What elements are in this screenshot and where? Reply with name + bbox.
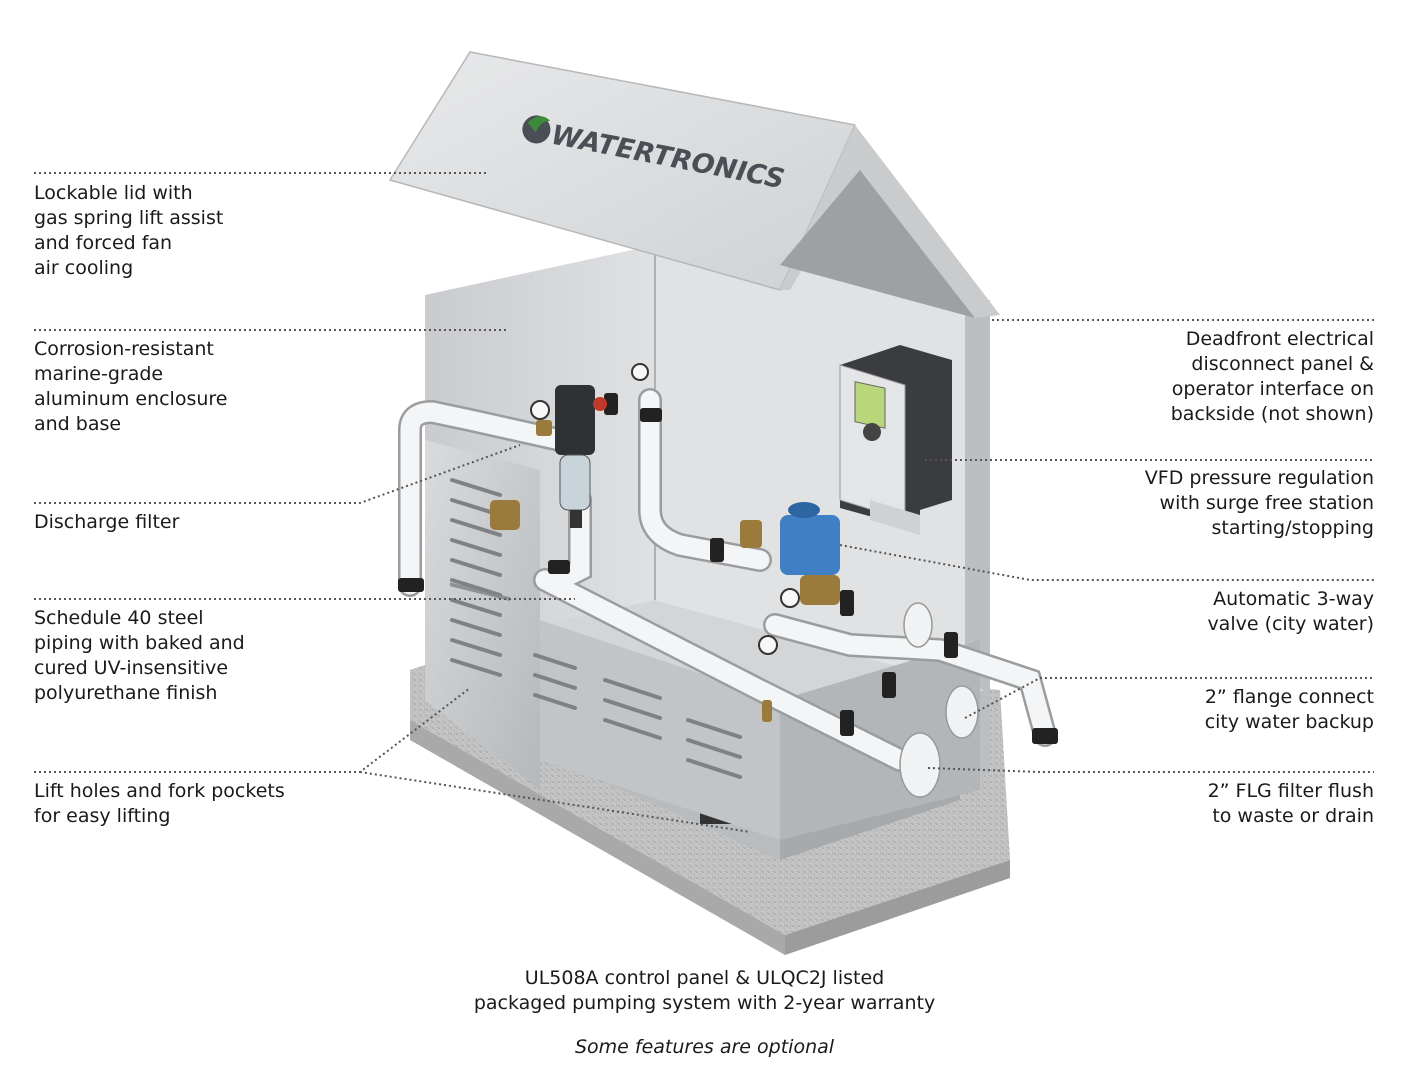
- automatic-3-way-valve: [780, 502, 840, 605]
- callout-lockable-lid: Lockable lid with gas spring lift assist…: [34, 182, 224, 279]
- footer-certification: UL508A control panel & ULQC2J listed pac…: [473, 967, 936, 1014]
- vfd-control-panel: [839, 345, 952, 535]
- footer-optional-note: Some features are optional: [574, 1036, 835, 1058]
- callout-vfd-regulation: VFD pressure regulation with surge free …: [1144, 467, 1374, 539]
- leader-filter: [34, 444, 521, 504]
- steel-piping: [398, 388, 1057, 772]
- callout-deadfront-panel: Deadfront electrical disconnect panel & …: [1170, 328, 1374, 425]
- vfd-keypad: [863, 423, 881, 441]
- leader-lift-hole: [359, 771, 751, 833]
- pressure-gauges: [530, 363, 800, 655]
- callout-filter-flush: 2” FLG filter flush to waste or drain: [1207, 780, 1374, 827]
- lockable-lid: WATERTRONICS: [388, 51, 1000, 318]
- callout-steel-piping: Schedule 40 steel piping with baked and …: [34, 607, 245, 704]
- flange-connections: [899, 602, 979, 798]
- discharge-filter: [555, 385, 607, 528]
- callout-flange-connect: 2” flange connect city water backup: [1204, 686, 1374, 733]
- callout-leader-lines: [34, 172, 1374, 833]
- pipe-couplings: [398, 393, 1058, 744]
- callout-3-way-valve: Automatic 3-way valve (city water): [1207, 588, 1374, 635]
- brass-fittings: [490, 420, 772, 722]
- callout-aluminum-enclosure: Corrosion-resistant marine-grade aluminu…: [34, 338, 228, 435]
- callout-lift-holes: Lift holes and fork pockets for easy lif…: [34, 780, 285, 827]
- leader-flange: [964, 677, 1374, 719]
- vfd-display: [854, 381, 886, 429]
- louver-vents: [450, 582, 510, 602]
- callout-discharge-filter: Discharge filter: [34, 511, 180, 533]
